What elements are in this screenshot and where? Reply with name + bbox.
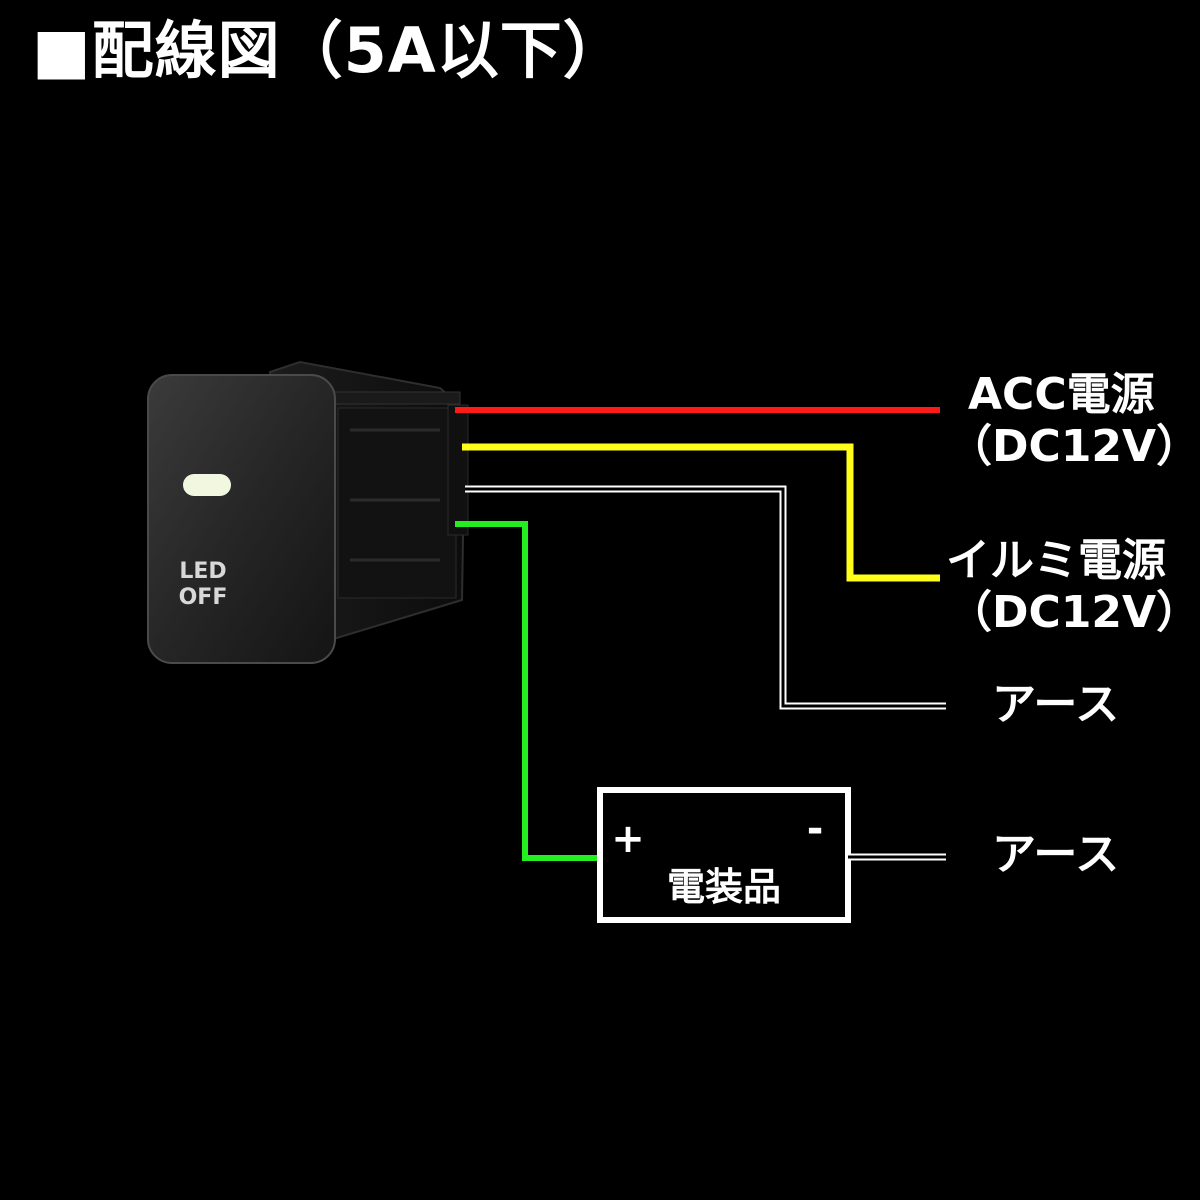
wire-ground <box>465 485 946 710</box>
led-indicator <box>183 474 231 496</box>
label-illumi-line1: イルミ電源 <box>946 535 1166 586</box>
label-ground-1: アース <box>992 679 1120 730</box>
label-acc-line2: （DC12V） <box>948 421 1200 472</box>
switch-label-line1: LED <box>179 559 226 584</box>
wire-illumi <box>462 443 940 582</box>
label-illumi-line2: （DC12V） <box>948 587 1200 638</box>
page-title: ■配線図（5A以下） <box>32 14 626 87</box>
wire-load <box>455 521 600 861</box>
device-label: 電装品 <box>667 865 781 909</box>
switch-cap[interactable] <box>147 374 336 664</box>
device-plus: + <box>611 816 645 862</box>
switch-label-line2: OFF <box>179 585 228 610</box>
label-ground-2: アース <box>992 829 1120 880</box>
label-acc-line1: ACC電源 <box>968 369 1155 420</box>
device-box <box>597 787 851 923</box>
device-minus: - <box>807 806 824 852</box>
